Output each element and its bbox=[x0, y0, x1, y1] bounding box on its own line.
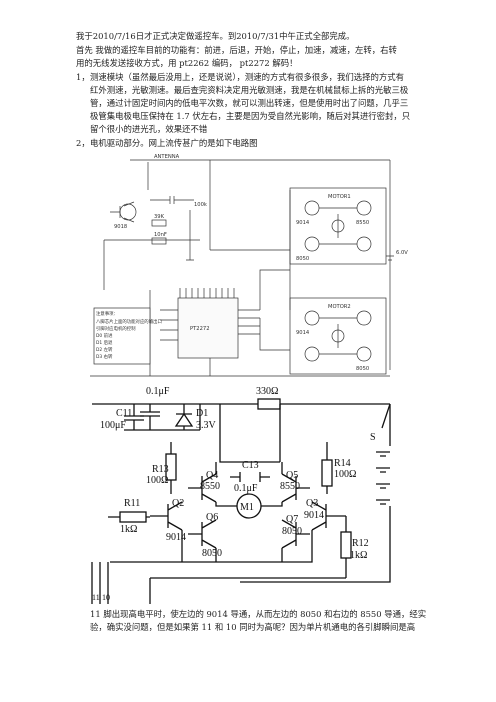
diode-name-label: D1 bbox=[196, 408, 208, 419]
resistor-label: 39K bbox=[154, 214, 165, 220]
resistor-value-label: 100Ω bbox=[334, 469, 356, 480]
transistor-name-label: Q4 bbox=[206, 470, 218, 481]
list-item-1-line: 红外测速，光敏测速。最后查完资料决定用光敏测速，我是在机械鼠标上拆的光敏三极 bbox=[90, 85, 409, 95]
list-item-1-number: 1， bbox=[76, 72, 90, 82]
capacitor-value-label: 100μF bbox=[100, 420, 126, 431]
resistor-label: 100k bbox=[194, 202, 207, 208]
list-item-2-line: 电机驱动部分。网上流传甚广的是如下电路图 bbox=[90, 138, 258, 148]
transistor-value-label: 8550 bbox=[200, 481, 220, 492]
list-item-1-line: 极管集电极电压保持在 1.7 伏左右，主要是因为受自然光影响，随后对其进行密封，… bbox=[90, 111, 411, 121]
bottom-line: 11 脚出现高电平时，使左边的 9014 导通，从而左边的 8050 和右边的 … bbox=[90, 609, 427, 619]
pin-label: 11 bbox=[92, 593, 100, 602]
pin-notes-title: 注意事项： bbox=[96, 310, 118, 317]
intro-line-3: 用的无线发送接收方式，用 pt2262 编码， pt2272 解码！ bbox=[76, 58, 298, 68]
transistor-value-label: 8550 bbox=[280, 481, 300, 492]
transistor-value-label: 8050 bbox=[282, 526, 302, 537]
pin-note: D3 右转 bbox=[96, 353, 113, 360]
transistor-name-label: Q2 bbox=[172, 498, 184, 509]
capacitor-name-label: C11 bbox=[116, 408, 132, 419]
antenna-label: ANTENNA bbox=[154, 154, 180, 160]
resistor-value-label: 330Ω bbox=[256, 386, 278, 397]
pin-note: 八脚芯片上面的功能对应的输出口 bbox=[96, 318, 162, 325]
pin-note: D2 左转 bbox=[96, 346, 113, 353]
pin-label: 10 bbox=[102, 593, 110, 602]
transistor-label: 9014 bbox=[296, 220, 310, 226]
pin-note: 引脚对应电机的控制 bbox=[96, 325, 136, 332]
transistor-value-label: 9014 bbox=[304, 510, 324, 521]
resistor-name-label: R13 bbox=[152, 464, 169, 475]
list-item-1-line: 测速模块（虽然最后没用上，还是说说），测速的方式有很多很多，我们选择的方式有 bbox=[90, 72, 405, 82]
capacitor-value-label: 0.1μF bbox=[234, 483, 258, 494]
intro-line-1: 我于2010/7/16日才正式决定做遥控车。到2010/7/31中午正式全部完成… bbox=[76, 31, 355, 41]
transistor-name-label: Q7 bbox=[286, 514, 298, 525]
list-item-1-line: 管，通过计固定时间内的低电平次数，就可以测出转速，但是使用时出了问题，几乎三 bbox=[90, 98, 409, 108]
transistor-label: 9018 bbox=[114, 224, 127, 230]
motor-label: MOTOR1 bbox=[328, 194, 351, 200]
resistor-value-label: 1kΩ bbox=[350, 550, 367, 561]
power-label: 6.0V bbox=[396, 250, 408, 256]
resistor-name-label: R11 bbox=[124, 498, 140, 509]
resistor-value-label: 1kΩ bbox=[120, 524, 137, 535]
pin-note: D1 后退 bbox=[96, 339, 113, 346]
transistor-label: 8550 bbox=[356, 220, 369, 226]
resistor-name-label: R14 bbox=[334, 458, 351, 469]
capacitor-name-label: C13 bbox=[242, 460, 259, 471]
transistor-name-label: Q3 bbox=[306, 498, 318, 509]
resistor-name-label: R12 bbox=[352, 538, 369, 549]
receiver-circuit-schematic: ANTENNA 9018 39K 10nF 100k PT2272 6.0V M… bbox=[90, 150, 410, 378]
transistor-name-label: Q5 bbox=[286, 470, 298, 481]
resistor-value-label: 100Ω bbox=[146, 475, 168, 486]
list-item-2-number: 2， bbox=[76, 138, 90, 148]
chip-label: PT2272 bbox=[190, 326, 210, 332]
list-item-1-line: 留个很小的进光孔，效果还不错 bbox=[90, 124, 208, 134]
transistor-name-label: Q6 bbox=[206, 512, 218, 523]
motor-label: MOTOR2 bbox=[328, 304, 351, 310]
intro-line-2: 首先 我做的遥控车目前的功能有：前进，后退，开始，停止，加速，减速，左转，右转 bbox=[76, 45, 397, 55]
transistor-value-label: 8050 bbox=[202, 548, 222, 559]
transistor-label: 8050 bbox=[296, 256, 309, 262]
transistor-label: 8050 bbox=[356, 366, 369, 372]
motor-driver-schematic: 0.1μF 330Ω C11 100μF D1 3.3V R13 100Ω R1… bbox=[90, 382, 410, 604]
transistor-label: 9014 bbox=[296, 330, 310, 336]
transistor-value-label: 9014 bbox=[166, 532, 186, 543]
bottom-line: 验，确实没问题，但是如果第 11 和 10 同时为高呢？因为单片机通电的各引脚瞬… bbox=[90, 622, 416, 632]
motor-label: M1 bbox=[240, 502, 254, 513]
switch-label: S bbox=[370, 432, 376, 443]
capacitor-value-label: 0.1μF bbox=[146, 386, 170, 397]
diode-value-label: 3.3V bbox=[196, 420, 217, 431]
capacitor-label: 10nF bbox=[154, 232, 167, 238]
pin-note: D0 前进 bbox=[96, 332, 113, 339]
